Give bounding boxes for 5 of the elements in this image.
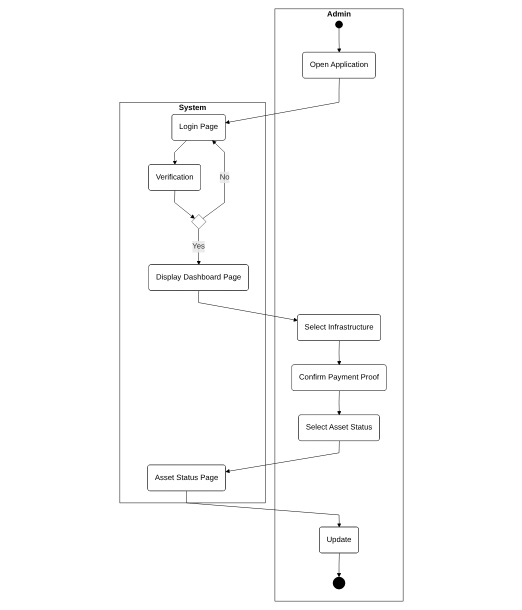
cluster: [119, 102, 266, 504]
node-diamond: [190, 214, 206, 230]
cluster: [274, 8, 403, 602]
node-circle: [334, 20, 342, 28]
node-bullseye: [332, 576, 345, 590]
